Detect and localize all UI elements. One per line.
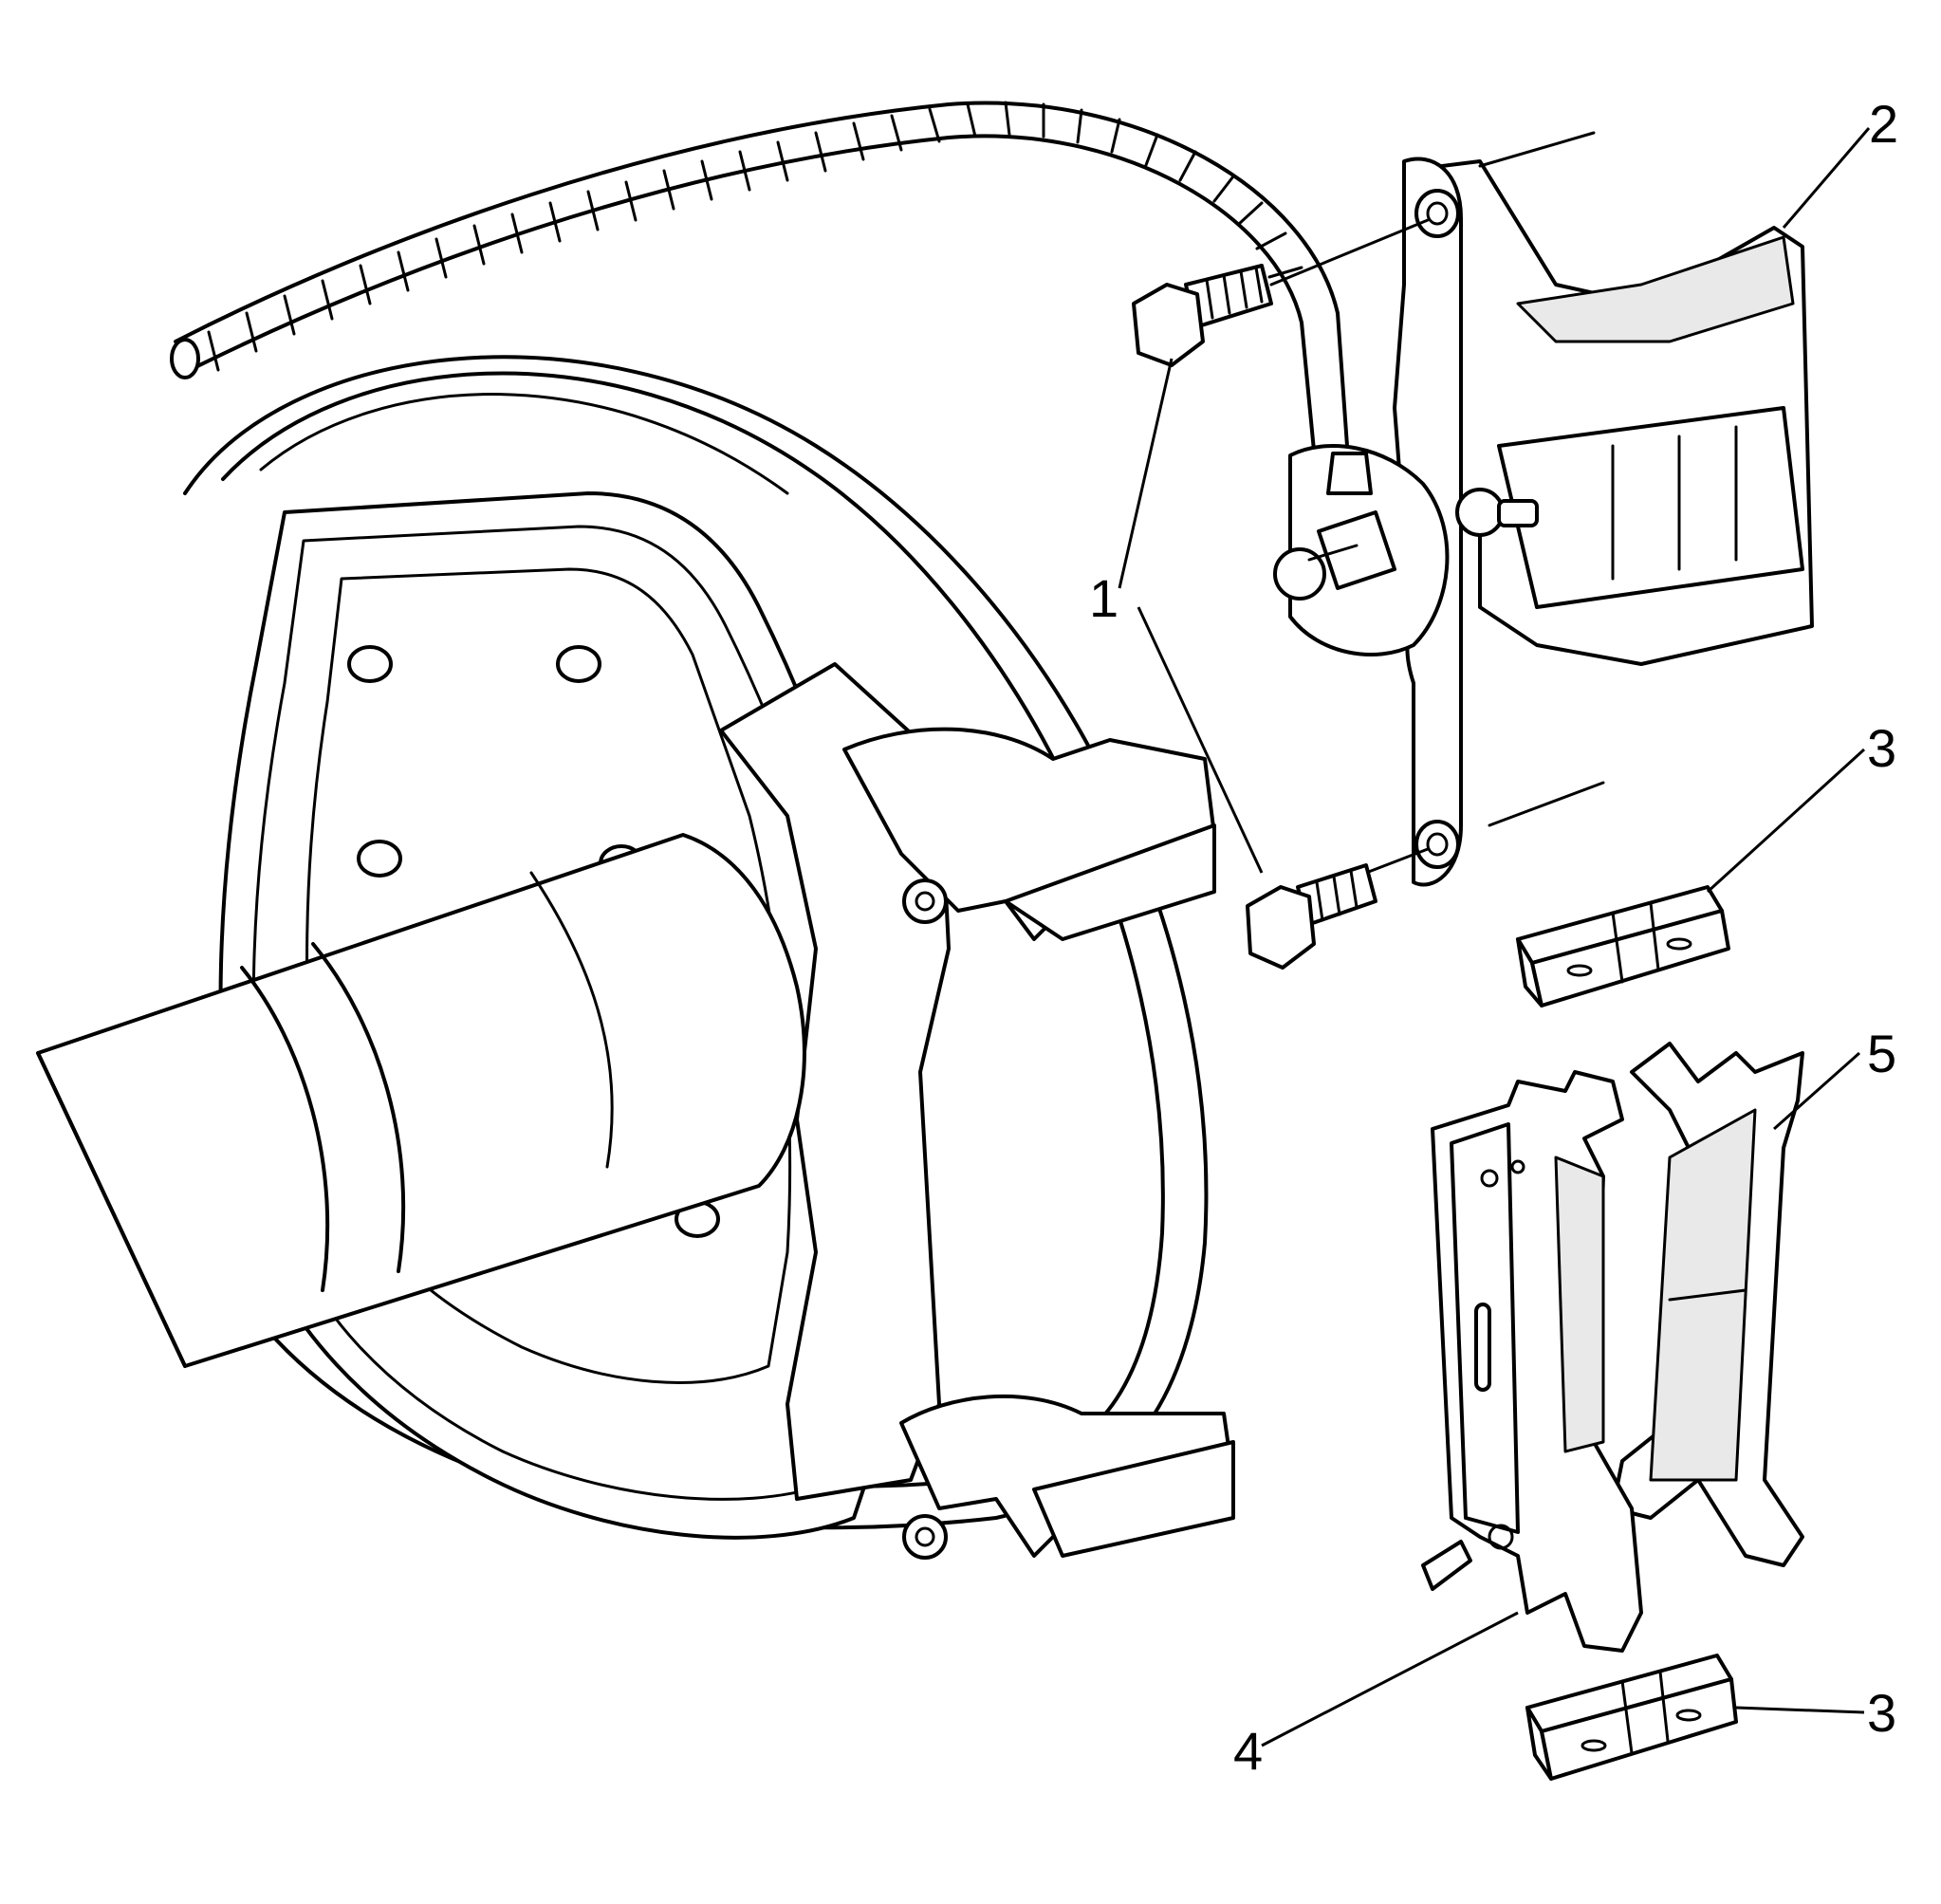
- bolt-alignment-lines: [1269, 131, 1605, 875]
- callout-3-upper: 3: [1867, 718, 1896, 778]
- callout-4: 4: [1233, 1721, 1263, 1781]
- leader-4: [1261, 1611, 1519, 1747]
- axle-shaft: [36, 833, 806, 1368]
- brake-caliper: [1273, 157, 1814, 887]
- brake-hose: [170, 101, 1349, 453]
- leader-5: [1773, 1051, 1860, 1131]
- caliper-mounting-bolts: [1132, 264, 1377, 970]
- brake-pad-inner: [1421, 1070, 1643, 1653]
- leader-1-lower: [1137, 606, 1264, 874]
- brake-pad-outer: [1611, 1042, 1804, 1567]
- callouts: 1 2 3 3 4 5: [1089, 94, 1898, 1781]
- callout-1: 1: [1089, 568, 1118, 628]
- callout-3-lower: 3: [1867, 1683, 1896, 1743]
- leader-3-upper: [1706, 748, 1866, 894]
- caliper-bracket: [719, 662, 1235, 1560]
- leader-1-upper: [1118, 358, 1174, 589]
- pad-retainer-clip-lower: [1525, 1654, 1738, 1781]
- callout-5: 5: [1867, 1024, 1896, 1083]
- leader-2: [1782, 127, 1871, 229]
- callout-2: 2: [1869, 94, 1898, 154]
- leader-3-lower: [1735, 1706, 1865, 1714]
- upper-caliper-bolt: [1132, 264, 1273, 367]
- pad-retainer-clip-upper: [1516, 885, 1730, 1007]
- leader-lines: [1118, 127, 1871, 1747]
- lower-caliper-bolt: [1246, 863, 1377, 970]
